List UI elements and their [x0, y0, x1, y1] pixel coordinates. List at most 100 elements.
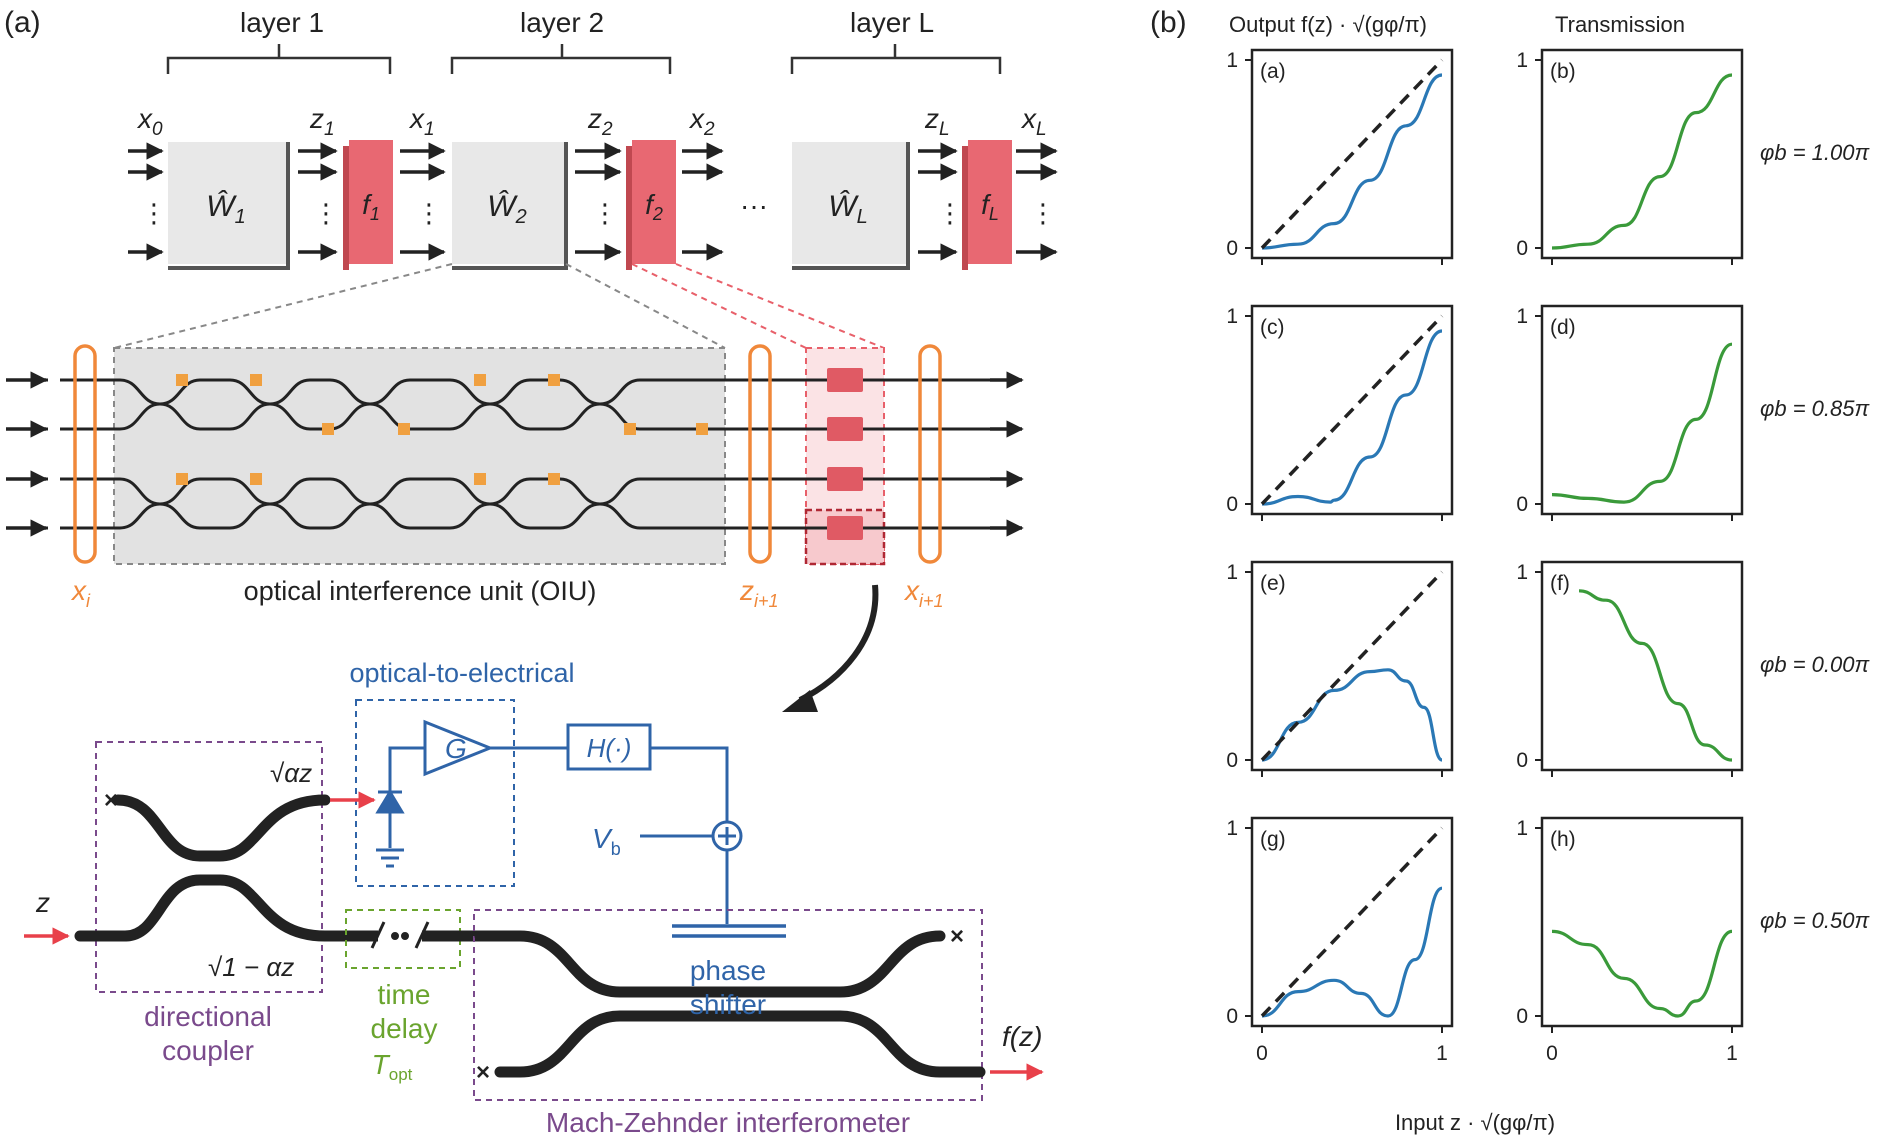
subplot-tag: (f) — [1550, 572, 1570, 595]
layer-ellipsis: ··· — [740, 190, 768, 221]
plot-frame — [1540, 816, 1744, 1028]
plot-frame — [1250, 48, 1454, 260]
data-line — [1261, 886, 1443, 1018]
vb-label: Vb — [592, 823, 621, 859]
y-tick-label: 0 — [1516, 1005, 1528, 1028]
subplot-tag: (e) — [1260, 572, 1286, 595]
svg-text:Ŵ2: Ŵ2 — [487, 190, 526, 228]
dc-label-1: directional — [144, 1001, 272, 1032]
data-line — [1551, 73, 1733, 250]
var-z1: z1 — [309, 103, 335, 140]
x-tick-label: 0 — [1256, 1042, 1268, 1065]
y-tick-label: 1 — [1516, 817, 1528, 840]
mzi-x-mark-top-icon: × — [950, 923, 964, 950]
identity-line — [1260, 314, 1444, 506]
subplot-d: 01(d) — [1516, 304, 1744, 521]
x-tick-label: 1 — [1726, 1042, 1738, 1065]
plot-frame — [1250, 304, 1454, 516]
nonlin-block-2: f2 — [626, 140, 676, 270]
subplot-b: 01(b) — [1516, 48, 1744, 265]
output-fz-label: f(z) — [1002, 1021, 1042, 1052]
svg-text:G: G — [445, 733, 467, 764]
sqrt-one-minus-label: √1 − αz — [208, 952, 294, 982]
y-tick-label: 0 — [1226, 1005, 1238, 1028]
output-arrows — [990, 371, 1024, 537]
data-line — [1551, 929, 1733, 1018]
panel-a-label: (a) — [4, 6, 41, 39]
svg-text:⋮: ⋮ — [937, 198, 963, 228]
nonlin-block-1: f1 — [343, 140, 393, 270]
mzi-box — [473, 909, 983, 1101]
y-tick-label: 1 — [1516, 49, 1528, 72]
layer-1-header: layer 1 — [166, 7, 392, 74]
data-line — [1578, 589, 1733, 762]
svg-text:⋮: ⋮ — [416, 198, 442, 228]
subplot-f: 01(f) — [1516, 560, 1744, 777]
svg-text:H(·): H(·) — [587, 733, 632, 763]
nonlin-units — [827, 368, 863, 540]
amplifier-icon: G — [423, 719, 495, 777]
var-z2: z2 — [587, 103, 613, 140]
col1-title: Output f(z) · √(gφ/π) — [1229, 12, 1427, 37]
subplot-tag: (h) — [1550, 828, 1576, 851]
plot-frame — [1540, 560, 1744, 772]
y-tick-label: 1 — [1226, 561, 1238, 584]
data-line — [1261, 73, 1443, 250]
oe-label: optical-to-electrical — [349, 658, 574, 688]
oiu-phase-shifters — [176, 374, 708, 485]
y-tick-label: 0 — [1226, 749, 1238, 772]
x-axis-label: Input z · √(gφ/π) — [1395, 1110, 1555, 1135]
nonlin-block-L: fL — [962, 140, 1012, 270]
y-tick-label: 0 — [1516, 237, 1528, 260]
y-tick-label: 0 — [1516, 749, 1528, 772]
subplot-tag: (g) — [1260, 828, 1286, 851]
photodiode-icon — [375, 746, 425, 868]
time-delay-break-icon — [370, 921, 430, 949]
phi-label-row-3: φb = 0.00π — [1760, 652, 1870, 677]
col2-title: Transmission — [1555, 12, 1685, 37]
sqrt-alpha-label: √αz — [270, 758, 312, 788]
data-line — [1261, 668, 1443, 762]
phi-label-row-1: φb = 1.00π — [1760, 140, 1870, 165]
directional-coupler-waveguides — [74, 794, 361, 942]
phase-shifter-electrode — [672, 924, 786, 938]
y-tick-label: 1 — [1226, 49, 1238, 72]
layer-2-header: layer 2 — [450, 7, 672, 74]
layer-arrows — [128, 142, 1058, 261]
svg-text:fL: fL — [981, 189, 999, 224]
var-x0: x0 — [136, 103, 163, 140]
y-tick-label: 0 — [1516, 493, 1528, 516]
subplot-tag: (d) — [1550, 316, 1576, 339]
y-tick-label: 1 — [1226, 305, 1238, 328]
ps-label-1: phase — [690, 955, 766, 986]
dc-x-mark-icon: × — [104, 787, 118, 814]
layer-L-title: layer L — [850, 7, 934, 38]
y-tick-label: 0 — [1226, 493, 1238, 516]
subplot-a: 01(a) — [1226, 48, 1454, 265]
svg-text:⋮: ⋮ — [313, 198, 339, 228]
y-tick-label: 1 — [1226, 817, 1238, 840]
input-arrows — [6, 371, 48, 537]
svg-text:⋮: ⋮ — [592, 198, 618, 228]
zoom-lines — [113, 263, 885, 349]
weight-block-1: Ŵ1 — [168, 142, 290, 270]
zoom-curved-arrow — [782, 584, 879, 712]
svg-text:f2: f2 — [645, 189, 663, 224]
y-tick-label: 0 — [1226, 237, 1238, 260]
plot-frame — [1250, 560, 1454, 772]
plot-frame — [1250, 816, 1454, 1028]
vector-ovals — [73, 344, 942, 564]
dc-label-2: coupler — [162, 1035, 254, 1066]
subplot-e: 0 1 (e) — [1226, 560, 1454, 777]
svg-text:ŴL: ŴL — [828, 190, 867, 228]
svg-text:f1: f1 — [362, 189, 380, 224]
oiu-x-in: xi — [70, 575, 91, 611]
filter-block: H(·) — [566, 723, 652, 771]
layer-2-title: layer 2 — [520, 7, 604, 38]
subplot-tag: (c) — [1260, 316, 1285, 339]
oiu-label: optical interference unit (OIU) — [244, 576, 597, 606]
svg-text:Ŵ1: Ŵ1 — [206, 190, 245, 228]
weight-block-L: ŴL — [792, 142, 910, 270]
